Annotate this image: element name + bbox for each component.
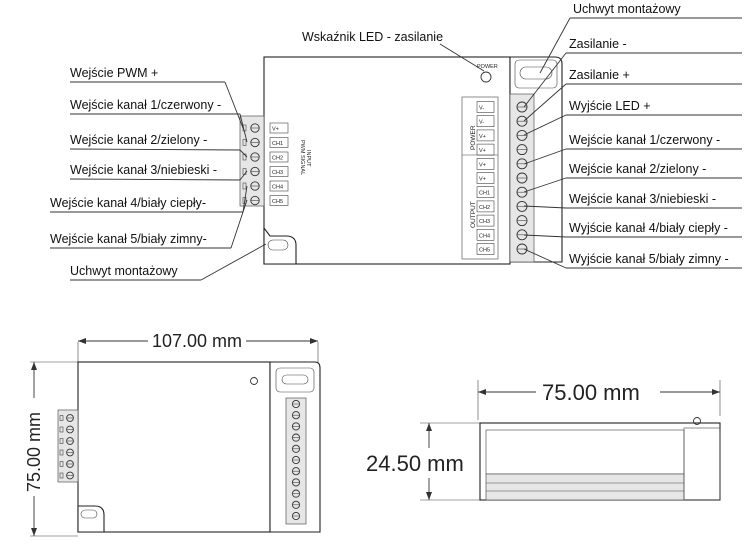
output-screw-icon (516, 215, 528, 227)
front-width-dim: 107.00 mm (152, 331, 242, 351)
output-screw-icon (516, 144, 528, 156)
right-label: Zasilanie + (569, 68, 630, 82)
output-screw-icon (516, 172, 528, 184)
input-screw-icon (250, 152, 260, 162)
left-label: Wejście kanał 1/czerwony - (70, 98, 221, 112)
mounting-ear-left (263, 226, 297, 265)
left-labels: Wejście PWM + Wejście kanał 1/czerwony - W… (50, 66, 267, 281)
input-screw-icon (250, 166, 260, 177)
right-label: Wejście kanał 3/niebieski - (569, 192, 716, 206)
output-pin-label: V+ (479, 148, 486, 154)
output-screw-icon (516, 243, 528, 255)
input-pin-label: CH1 (272, 141, 283, 147)
input-pin-label: CH3 (272, 170, 283, 176)
mounting-slot-top (519, 66, 553, 80)
input-screw-icon (250, 137, 260, 148)
output-pin-label: V+ (479, 134, 486, 140)
output-pin-label: CH5 (479, 248, 490, 254)
right-label: Uchwyt montażowy (573, 2, 681, 16)
output-screw-icon (516, 186, 528, 198)
output-panel (461, 96, 499, 260)
left-label: Wejście kanał 4/biały ciepły- (50, 196, 206, 210)
output-screw-icon (516, 158, 528, 170)
input-screw-icon (250, 123, 260, 133)
power-led-icon (480, 71, 492, 83)
input-screw-icon (250, 181, 260, 191)
side-view: 75.00 mm 24.50 mm (366, 380, 721, 501)
input-pin-label: CH5 (272, 199, 283, 205)
mounting-slot-bottom (267, 239, 289, 251)
front-height-dim: 75.00 mm (24, 412, 44, 492)
power-section-label: POWER (470, 125, 477, 150)
output-pin-label: V+ (479, 162, 486, 168)
device-body (263, 56, 511, 265)
left-label: Wejście kanał 5/biały zimny- (50, 232, 207, 246)
right-label: Wyjście LED + (569, 99, 651, 113)
side-height-dim: 24.50 mm (366, 451, 464, 476)
output-pin-label: CH4 (479, 233, 490, 239)
right-label: Wejście kanał 1/czerwony - (569, 133, 720, 147)
label-power-led: Wskaźnik LED - zasilanie (302, 30, 443, 44)
output-pin-label: CH3 (479, 219, 490, 225)
side-width-dim: 75.00 mm (542, 380, 640, 405)
output-pin-label: CH1 (479, 191, 490, 197)
output-section-label: OUTPUT (470, 201, 477, 228)
front-body (77, 361, 271, 533)
input-subtitle: PWM SIGNAL (299, 140, 305, 175)
output-pin-label: V+ (479, 177, 486, 183)
output-pin-label: CH2 (479, 205, 490, 211)
right-label: Wyjście kanał 4/biały ciepły - (569, 221, 728, 235)
input-pin-label: CH2 (272, 156, 283, 162)
left-label: Wejście kanał 2/zielony - (70, 133, 207, 147)
right-label: Zasilanie - (569, 37, 627, 51)
input-pin-label: CH4 (272, 185, 283, 191)
input-title: INPUT (305, 150, 311, 167)
input-pin-label: V+ (272, 127, 279, 133)
input-screw-icon (250, 195, 260, 206)
front-view: 107.00 mm 75.00 mm (24, 331, 321, 537)
output-pin-label: V- (479, 106, 484, 112)
output-screw-icon (516, 129, 528, 141)
left-label: Uchwyt montażowy (70, 264, 178, 278)
power-led-text: POWER (477, 64, 498, 70)
right-label: Wyjście kanał 5/biały zimny - (569, 252, 729, 266)
left-label: Wejście kanał 3/niebieski - (70, 163, 217, 177)
output-screw-icon (516, 115, 528, 127)
left-label: Wejście PWM + (70, 66, 158, 80)
output-screw-icon (516, 101, 528, 113)
right-label: Wejście kanał 2/zielony - (569, 162, 706, 176)
output-pin-label: V- (479, 120, 484, 126)
